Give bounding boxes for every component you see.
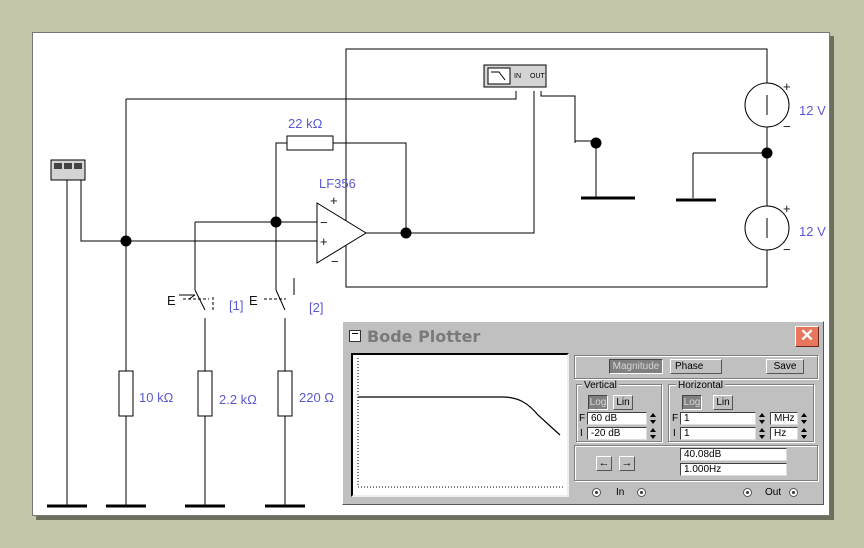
resistor-10k (118, 370, 134, 417)
wire-feedback-left (275, 142, 287, 222)
cursor-right-button[interactable]: → (619, 456, 635, 471)
horizontal-final-unit-spinner[interactable] (799, 412, 809, 425)
label-2k2: 2.2 kΩ (219, 392, 257, 407)
circuit-schematic: 22 kΩ LF356 + − + − 12 V 12 V + − + − 10… (47, 48, 826, 508)
junction (270, 216, 282, 228)
junction (400, 227, 412, 239)
save-button[interactable]: Save (766, 359, 804, 374)
vertical-initial-input[interactable]: -20 dB (587, 427, 647, 440)
resistor-220 (277, 370, 293, 417)
readout-magnitude: 40.08dB (680, 448, 787, 461)
label-220: 220 Ω (299, 390, 334, 405)
switch-2-label: [2] (309, 300, 323, 315)
horizontal-initial-unit[interactable]: Hz (770, 427, 798, 440)
plotter-out-label: OUT (530, 73, 546, 80)
out-label: Out (765, 487, 782, 498)
supply-wire (345, 48, 768, 288)
in-label: In (616, 487, 625, 498)
label-opamp: LF356 (319, 176, 356, 191)
mode-panel (574, 355, 818, 379)
horizontal-final-spinner[interactable] (757, 412, 767, 425)
vertical-title: Vertical (582, 380, 619, 391)
in-terminal-minus[interactable] (637, 488, 646, 497)
horizontal-group (668, 384, 814, 442)
switch-1 (179, 283, 206, 383)
horizontal-title: Horizontal (676, 380, 726, 391)
cursor-left-button[interactable]: ← (596, 456, 612, 471)
battery-bottom-plus: + (783, 201, 791, 216)
readout-group (574, 445, 818, 481)
label-22k: 22 kΩ (288, 116, 323, 131)
horizontal-i-label: I (673, 428, 676, 439)
vertical-i-label: I (580, 428, 583, 439)
horizontal-final-unit[interactable]: MHz (770, 412, 798, 425)
in-terminal-plus[interactable] (592, 488, 601, 497)
label-12v-top: 12 V (799, 103, 826, 118)
close-button[interactable]: ✕ (795, 326, 819, 347)
label-12v-bottom: 12 V (799, 224, 826, 239)
bode-title-bar[interactable]: Bode Plotter ✕ (345, 324, 821, 348)
horizontal-initial-unit-spinner[interactable] (799, 427, 809, 440)
bode-title: Bode Plotter (367, 327, 481, 346)
plotter-in-label: IN (514, 73, 521, 80)
battery-bottom-minus: − (783, 242, 791, 257)
magnitude-button[interactable]: Magnitude (609, 359, 663, 374)
wire-plotter-out (540, 91, 597, 198)
horizontal-initial-spinner[interactable] (757, 427, 767, 440)
opamp-plus-top: + (330, 193, 338, 208)
horizontal-final-input[interactable]: 1 (680, 412, 756, 425)
wire-input-to-plotter (126, 91, 517, 100)
out-terminal-plus[interactable] (743, 488, 752, 497)
out-terminal-minus[interactable] (789, 488, 798, 497)
switch-2-key: E (249, 293, 258, 308)
bode-curve (357, 358, 565, 488)
junction (761, 147, 773, 159)
opamp-triangle (316, 202, 367, 264)
bode-plotter-window[interactable]: Bode Plotter ✕ Magnitude Phase Save Vert… (342, 321, 824, 505)
vertical-lin-button[interactable]: Lin (613, 395, 633, 410)
vertical-final-spinner[interactable] (648, 412, 658, 425)
label-10k: 10 kΩ (139, 390, 174, 405)
switch-1-label: [1] (229, 298, 243, 313)
vertical-f-label: F (579, 413, 586, 424)
battery-top-minus: − (783, 119, 791, 134)
resistor-22k (286, 135, 334, 151)
bode-plot-display (351, 353, 569, 497)
readout-frequency: 1.000Hz (680, 463, 787, 476)
resistor-2k2 (197, 370, 213, 417)
vertical-final-input[interactable]: 60 dB (587, 412, 647, 425)
battery-top-plus: + (783, 79, 791, 94)
switch-2 (275, 283, 286, 383)
bode-controls: Magnitude Phase Save Vertical Log Lin F … (574, 355, 818, 499)
horizontal-log-button[interactable]: Log (682, 395, 702, 410)
horizontal-f-label: F (672, 413, 679, 424)
horizontal-lin-button[interactable]: Lin (713, 395, 733, 410)
vertical-log-button[interactable]: Log (588, 395, 608, 410)
switch-1-key: E (167, 293, 176, 308)
vertical-group (576, 384, 662, 442)
vertical-initial-spinner[interactable] (648, 427, 658, 440)
wire-left-source (80, 171, 319, 242)
phase-button[interactable]: Phase (670, 359, 722, 374)
wire-output (366, 91, 535, 234)
opamp-minus-bottom: − (331, 254, 339, 269)
window-icon (349, 330, 361, 342)
wire-feedback-right (333, 142, 407, 233)
opamp-minus: − (320, 215, 328, 230)
opamp-plus: + (320, 234, 328, 249)
horizontal-initial-input[interactable]: 1 (680, 427, 756, 440)
junction (590, 137, 602, 149)
